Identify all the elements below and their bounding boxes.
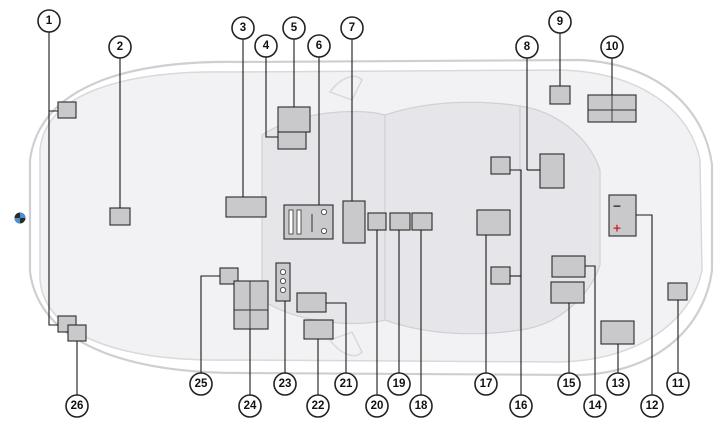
component-4	[277, 130, 307, 150]
callout-6: 6	[307, 34, 331, 58]
callout-18: 18	[409, 394, 433, 418]
svg-text:19: 19	[393, 378, 406, 390]
component-8	[539, 153, 565, 189]
svg-text:17: 17	[480, 378, 493, 390]
mirror-left	[328, 75, 363, 101]
battery-plus: +	[612, 222, 621, 235]
component-16-upper	[490, 156, 511, 175]
component-18	[411, 212, 433, 231]
svg-text:26: 26	[71, 400, 84, 412]
component-7	[342, 200, 366, 244]
callout-26: 26	[65, 394, 89, 418]
component-10	[587, 94, 637, 123]
svg-text:8: 8	[524, 41, 531, 53]
component-1-upper	[57, 101, 77, 119]
svg-text:18: 18	[415, 400, 428, 412]
svg-text:3: 3	[240, 22, 246, 34]
component-14	[551, 255, 586, 278]
callout-3: 3	[231, 16, 255, 40]
svg-text:23: 23	[279, 378, 292, 390]
bmw-roundel-icon	[14, 212, 26, 224]
svg-text:16: 16	[515, 400, 528, 412]
component-19	[389, 212, 411, 231]
callout-5: 5	[282, 16, 306, 40]
svg-text:10: 10	[606, 41, 619, 53]
svg-text:11: 11	[672, 378, 685, 390]
callout-20: 20	[365, 394, 389, 418]
component-2	[109, 207, 131, 226]
callout-1: 1	[37, 9, 61, 33]
svg-text:5: 5	[291, 22, 298, 34]
svg-text:21: 21	[340, 378, 353, 390]
svg-text:15: 15	[563, 378, 576, 390]
callout-9: 9	[548, 10, 572, 34]
callout-24: 24	[238, 394, 262, 418]
component-6	[283, 204, 334, 240]
callout-19: 19	[387, 372, 411, 396]
svg-text:24: 24	[244, 400, 257, 412]
component-26	[67, 324, 87, 342]
callout-14: 14	[583, 394, 607, 418]
component-20	[367, 212, 387, 231]
svg-text:25: 25	[195, 378, 208, 390]
callout-11: 11	[666, 372, 690, 396]
components: − +	[57, 85, 688, 345]
svg-text:1: 1	[46, 15, 53, 27]
callout-16: 16	[509, 394, 533, 418]
component-23	[275, 262, 291, 302]
callout-13: 13	[606, 372, 630, 396]
svg-text:14: 14	[589, 400, 602, 412]
component-17	[476, 209, 511, 236]
component-13	[600, 320, 635, 345]
component-11	[667, 282, 688, 301]
leader-lines	[48, 32, 679, 395]
component-9	[549, 85, 571, 105]
component-16-lower	[490, 266, 511, 285]
callout-8: 8	[515, 35, 539, 59]
callout-4: 4	[254, 34, 278, 58]
callout-10: 10	[600, 35, 624, 59]
callout-21: 21	[334, 372, 358, 396]
svg-text:4: 4	[263, 40, 270, 52]
component-24	[233, 280, 269, 330]
svg-text:13: 13	[612, 378, 625, 390]
svg-text:22: 22	[312, 400, 325, 412]
callout-12: 12	[640, 394, 664, 418]
svg-text:9: 9	[557, 16, 563, 28]
svg-text:2: 2	[117, 41, 123, 53]
component-22	[303, 319, 334, 340]
callout-7: 7	[340, 16, 364, 40]
component-21	[296, 292, 327, 313]
svg-text:20: 20	[371, 400, 384, 412]
component-5	[277, 106, 311, 133]
callout-15: 15	[557, 372, 581, 396]
callout-23: 23	[273, 372, 297, 396]
component-3	[225, 196, 267, 218]
callout-25: 25	[189, 372, 213, 396]
callout-22: 22	[306, 394, 330, 418]
svg-text:7: 7	[349, 22, 355, 34]
svg-text:6: 6	[316, 40, 322, 52]
svg-text:12: 12	[646, 400, 659, 412]
battery-minus: −	[612, 200, 621, 213]
callout-17: 17	[474, 372, 498, 396]
component-12-battery: − +	[608, 194, 637, 237]
component-15	[550, 281, 585, 304]
callout-2: 2	[108, 35, 132, 59]
